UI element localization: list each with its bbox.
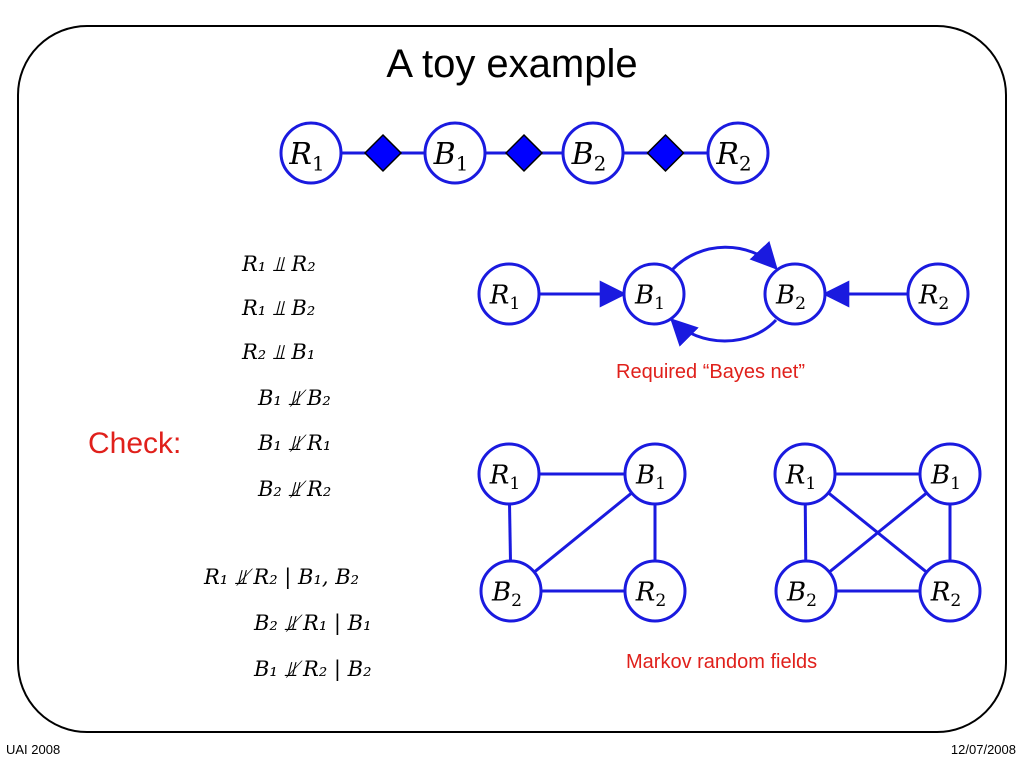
statement-r2-indep-b1: R₂ ⫫ B₁ bbox=[242, 340, 316, 364]
mrf-caption: Markov random fields bbox=[626, 651, 818, 673]
mrf-right-edge-b1-b2 bbox=[828, 491, 928, 574]
svg-text:R2: R2 bbox=[930, 577, 962, 611]
bayes-net-diagram: R1 B1 B2 R2 bbox=[477, 241, 970, 347]
statement-r1-indep-b2: R₁ ⫫ B₂ bbox=[242, 296, 316, 320]
slide-frame bbox=[17, 25, 1007, 733]
svg-text:R2: R2 bbox=[715, 137, 751, 176]
statement-b2-dep-r1-given-b1: B₂ ⫫̸ R₁ | B₁ bbox=[254, 611, 372, 635]
bayes-edge-b2-b1 bbox=[670, 318, 778, 347]
mrf-left-edge-b1-b2 bbox=[533, 491, 633, 574]
mrf-left-node-b1: B1 bbox=[623, 442, 687, 506]
svg-text:R2: R2 bbox=[918, 280, 950, 314]
factor-graph-diagram: R1 B1 B2 R2 bbox=[279, 121, 770, 185]
svg-text:R1: R1 bbox=[489, 460, 521, 494]
slide-title: A toy example bbox=[386, 42, 638, 86]
svg-text:R1: R1 bbox=[288, 137, 324, 176]
mrf-right-node-b1: B1 bbox=[918, 442, 982, 506]
factor-node-b1-b2 bbox=[504, 133, 544, 173]
mrf-left-node-r2: R2 bbox=[623, 559, 687, 623]
svg-text:B1: B1 bbox=[433, 137, 469, 176]
mrf-right-node-r2: R2 bbox=[918, 559, 982, 623]
svg-text:R2: R2 bbox=[635, 577, 667, 611]
bayes-net-caption: Required “Bayes net” bbox=[616, 361, 805, 383]
footer-date: 12/07/2008 bbox=[950, 742, 1016, 757]
footer-conference: UAI 2008 bbox=[6, 742, 61, 757]
mrf-left-node-b2: B2 bbox=[479, 559, 543, 623]
svg-text:B2: B2 bbox=[571, 137, 607, 176]
statement-b1-dep-b2: B₁ ⫫̸ B₂ bbox=[258, 386, 331, 410]
bayes-net-node-r1: R1 bbox=[477, 262, 541, 326]
svg-text:B2: B2 bbox=[775, 280, 806, 314]
factor-graph-node-r1: R1 bbox=[279, 121, 343, 185]
statement-b1-dep-r2-given-b2: B₁ ⫫̸ R₂ | B₂ bbox=[254, 657, 372, 681]
svg-text:B1: B1 bbox=[634, 280, 665, 314]
svg-text:B1: B1 bbox=[635, 460, 666, 494]
statement-b2-dep-r2: B₂ ⫫̸ R₂ bbox=[258, 477, 332, 501]
bayes-net-node-b1: B1 bbox=[622, 262, 686, 326]
svg-text:R1: R1 bbox=[489, 280, 521, 314]
mrf-right-node-r1: R1 bbox=[773, 442, 837, 506]
svg-text:B2: B2 bbox=[786, 577, 817, 611]
statement-r1-indep-r2: R₁ ⫫ R₂ bbox=[242, 252, 316, 276]
factor-graph-node-b2: B2 bbox=[561, 121, 625, 185]
factor-graph-node-r2: R2 bbox=[706, 121, 770, 185]
mrf-left-node-r1: R1 bbox=[477, 442, 541, 506]
svg-text:R1: R1 bbox=[785, 460, 817, 494]
bayes-net-node-b2: B2 bbox=[763, 262, 827, 326]
factor-node-b2-r2 bbox=[646, 133, 685, 173]
bayes-net-node-r2: R2 bbox=[906, 262, 970, 326]
statement-b1-dep-r1: B₁ ⫫̸ R₁ bbox=[258, 431, 332, 455]
check-label: Check: bbox=[88, 427, 182, 460]
bayes-edge-b1-b2 bbox=[670, 241, 778, 272]
mrf-right-node-b2: B2 bbox=[774, 559, 838, 623]
factor-node-r1-b1 bbox=[363, 133, 403, 173]
statement-r1-dep-r2-given-b1-b2: R₁ ⫫̸ R₂ | B₁, B₂ bbox=[204, 565, 360, 589]
svg-text:B1: B1 bbox=[930, 460, 961, 494]
mrf-left-edge-r1-b2 bbox=[508, 503, 512, 562]
factor-graph-node-b1: B1 bbox=[423, 121, 487, 185]
svg-text:B2: B2 bbox=[491, 577, 522, 611]
